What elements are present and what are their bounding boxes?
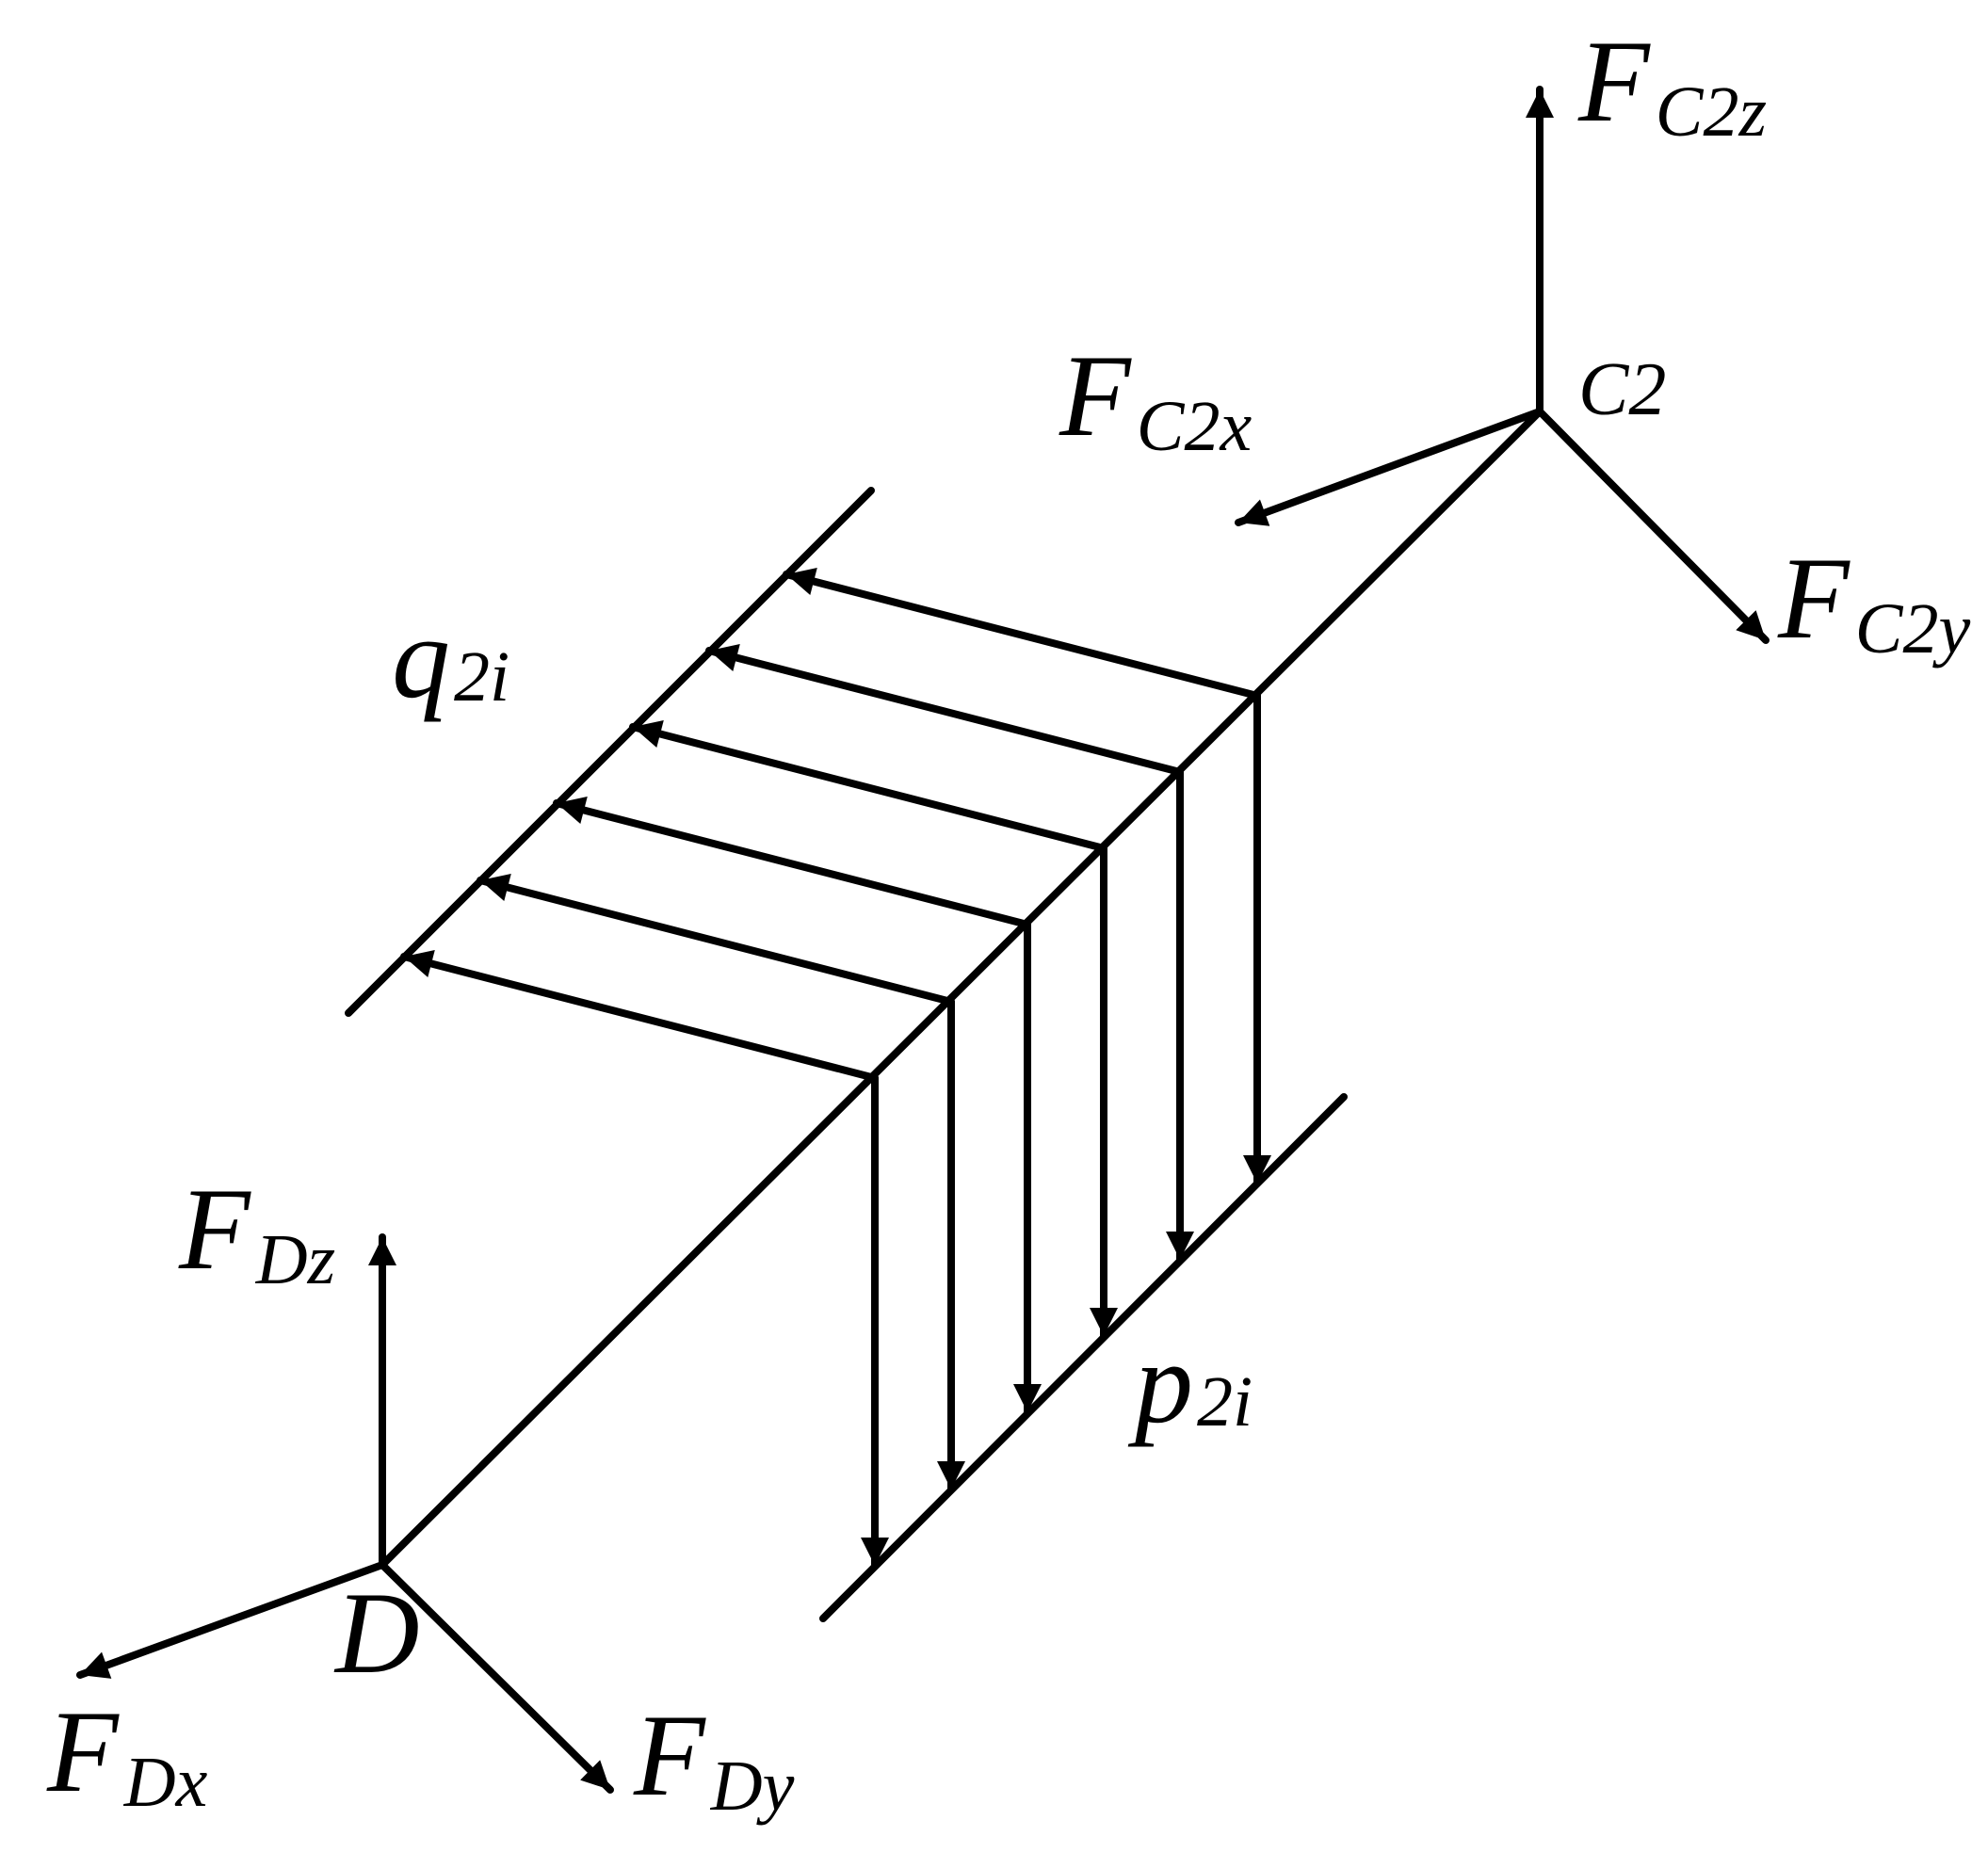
d-label: D (333, 1569, 420, 1698)
q-load-arrow (553, 796, 1031, 928)
beam-line (379, 408, 1544, 1569)
fc2y-arrow (1536, 408, 1770, 644)
fc2x-label: FC2x (1059, 331, 1252, 466)
fdy-arrow (379, 1561, 614, 1794)
fc2y-label: FC2y (1777, 534, 1970, 668)
fdx-label: FDx (46, 1687, 208, 1822)
q-load-arrow (629, 719, 1107, 852)
q-load-baseline (345, 487, 875, 1017)
p2i-label: p2i (1127, 1318, 1253, 1447)
p-load-baseline (819, 1093, 1348, 1622)
fc2z-label: FC2z (1577, 17, 1767, 152)
c2-label: C2 (1578, 348, 1666, 431)
q-load-arrow (783, 567, 1261, 700)
q-load-arrow (477, 873, 955, 1006)
fc2x-arrow (1235, 408, 1544, 526)
fdx-arrow (76, 1561, 386, 1679)
fdy-label: FDy (633, 1691, 795, 1826)
q-load-arrow (400, 949, 879, 1082)
q-load-arrow (705, 643, 1184, 776)
q2i-label: q2i (392, 593, 509, 722)
fdz-label: FDz (178, 1165, 335, 1299)
